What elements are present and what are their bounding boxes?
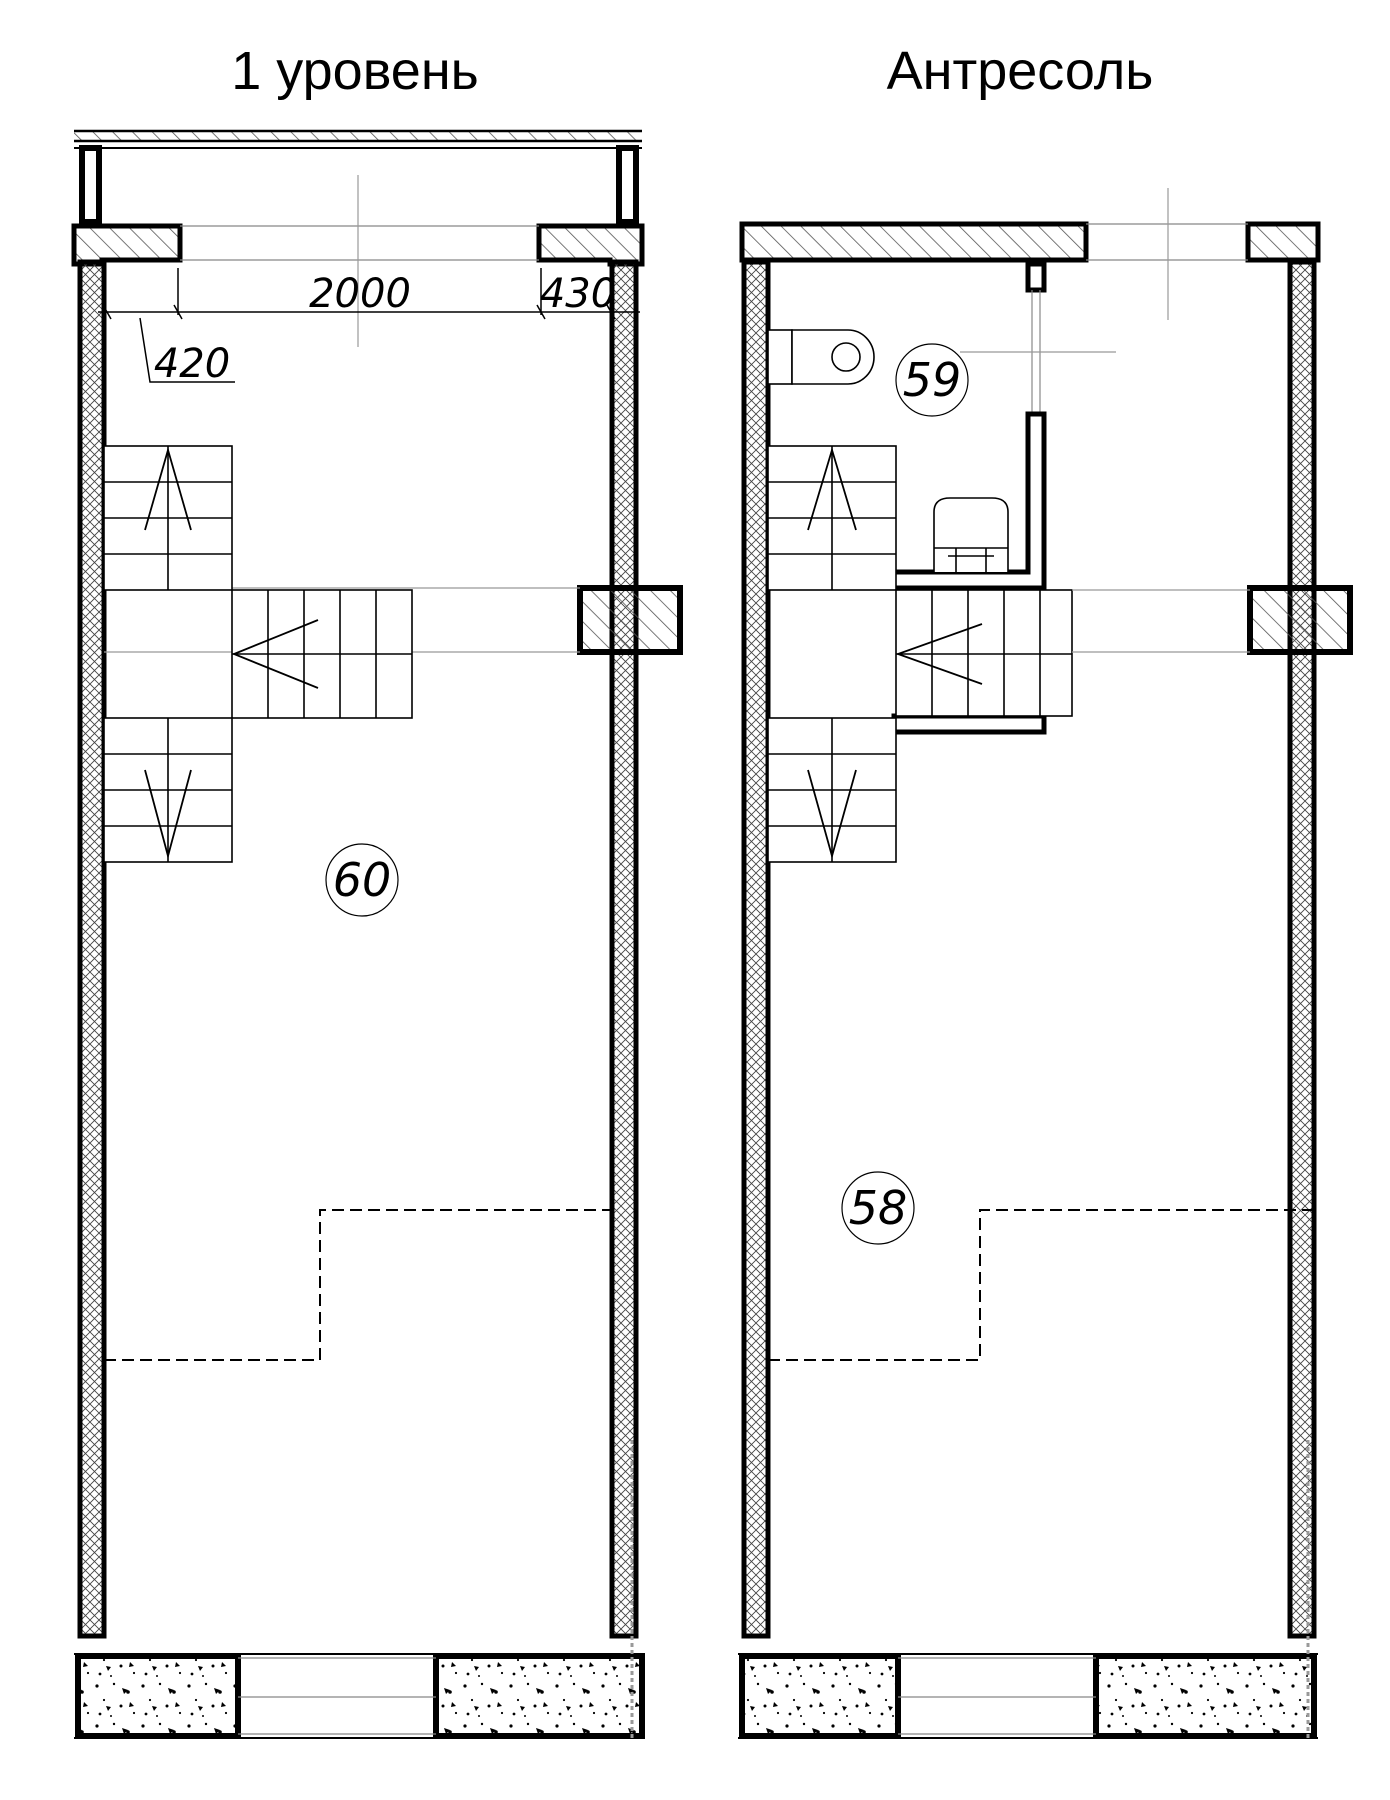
dimension-2000: 2000 — [309, 271, 411, 317]
dimension-420: 420 — [154, 341, 230, 387]
plan-title-mezzanine: Антресоль — [886, 41, 1154, 101]
room-marker-59: 59 — [895, 343, 969, 417]
dimension-lines — [98, 268, 640, 383]
plan-title-level-1: 1 уровень — [231, 41, 479, 101]
bottom-wall — [74, 1440, 645, 1740]
sink-icon — [933, 497, 1009, 572]
column — [1247, 585, 1353, 655]
stair-arrows — [807, 446, 983, 860]
toilet-icon — [767, 329, 875, 385]
balcony — [74, 129, 642, 225]
bottom-wall — [738, 1440, 1318, 1740]
room-number: 58 — [849, 1181, 908, 1235]
dimension-430: 430 — [540, 271, 616, 317]
plan-level-1: 2000 430 420 — [71, 129, 683, 1740]
room-number: 60 — [333, 853, 392, 907]
mezzanine-outline — [104, 1209, 612, 1361]
room-number: 59 — [903, 353, 962, 407]
stair-arrows — [144, 446, 319, 860]
column — [577, 585, 683, 655]
left-wall — [741, 259, 771, 1639]
room-marker-58: 58 — [841, 1171, 915, 1245]
right-wall — [1287, 259, 1317, 1639]
right-wall — [609, 259, 639, 1639]
plan-mezzanine: 59 58 — [738, 188, 1353, 1740]
staircase — [767, 445, 1250, 863]
mezzanine-outline — [768, 1209, 1314, 1361]
staircase — [103, 445, 413, 863]
front-wall — [739, 188, 1321, 320]
left-wall — [77, 259, 107, 1639]
room-marker-60: 60 — [325, 843, 399, 917]
